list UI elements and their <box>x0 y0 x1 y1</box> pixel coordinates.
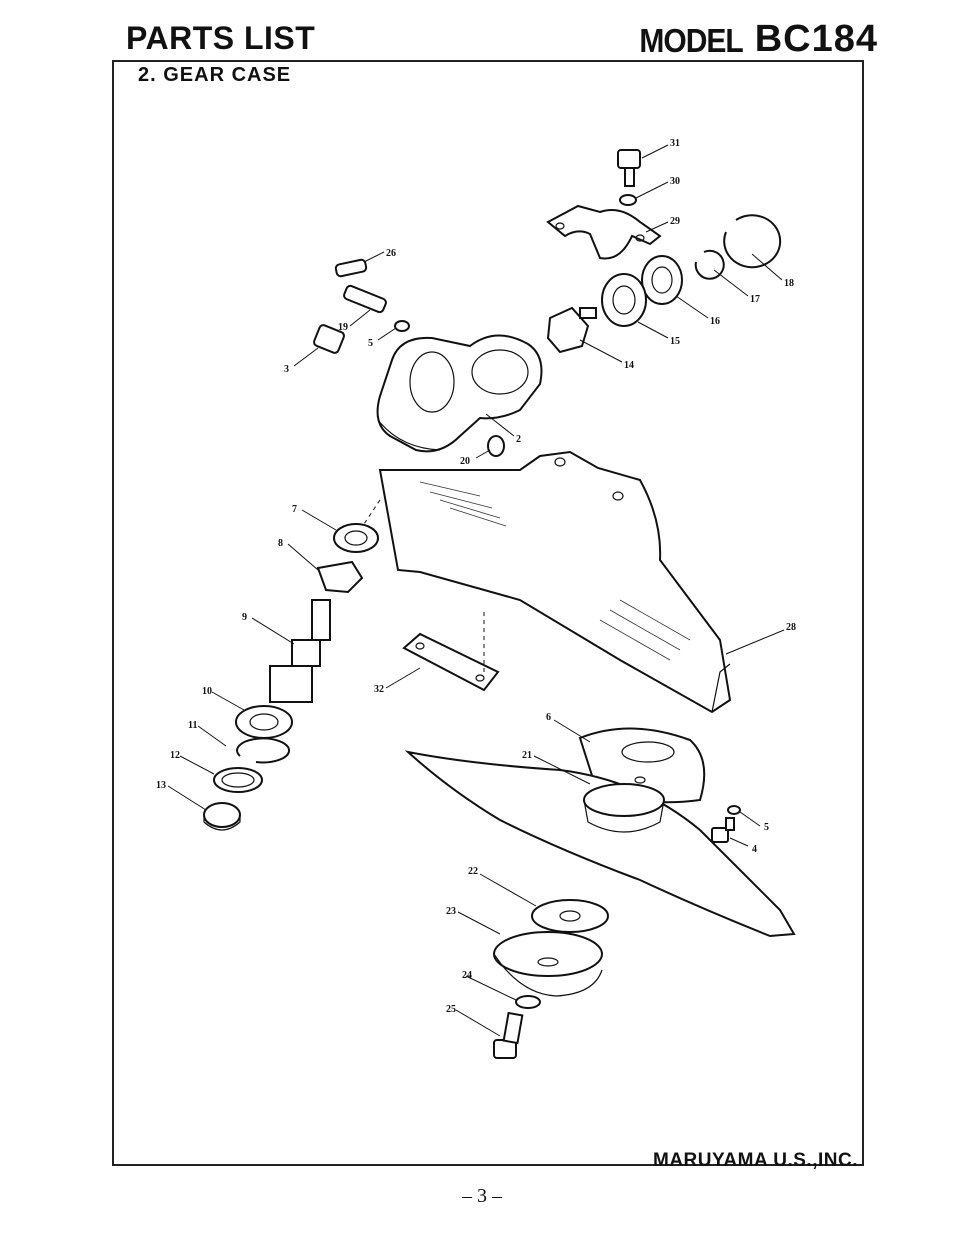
callout-29: 29 <box>670 216 680 227</box>
page-number: – 3 – <box>462 1185 502 1207</box>
part-24-nut <box>515 995 541 1009</box>
part-29-clamp <box>546 204 662 260</box>
part-5-ring-upper <box>394 320 410 332</box>
blade <box>404 750 796 938</box>
part-16-bearing <box>641 255 683 305</box>
callout-labels: 31 30 29 18 17 16 15 14 26 19 5 3 2 20 7… <box>156 138 796 1015</box>
callout-18: 18 <box>784 278 794 289</box>
part-11-circlip <box>236 737 290 764</box>
callout-15: 15 <box>670 336 680 347</box>
part-23-cup <box>493 931 603 997</box>
callout-20: 20 <box>460 456 470 467</box>
part-4-bolt <box>711 817 735 843</box>
part-20-washer <box>487 435 505 457</box>
callout-14: 14 <box>624 360 634 371</box>
part-8-bevel-gear <box>316 560 364 594</box>
part-14-bevel-gear <box>546 306 597 354</box>
part-3-bushing <box>313 324 345 354</box>
callout-30: 30 <box>670 176 680 187</box>
callout-2: 2 <box>516 434 521 445</box>
callout-3: 3 <box>284 364 289 375</box>
part-2-gear-case <box>376 334 543 453</box>
callout-28: 28 <box>786 622 796 633</box>
part-21-hub <box>583 783 665 833</box>
part-28-guard <box>378 450 732 714</box>
callout-10: 10 <box>202 686 212 697</box>
callout-24: 24 <box>462 970 472 981</box>
callout-12: 12 <box>170 750 180 761</box>
part-12-ring <box>213 767 263 793</box>
callout-25: 25 <box>446 1004 456 1015</box>
model-heading: MODEL BC184 <box>639 18 878 61</box>
callout-5-lower: 5 <box>764 822 769 833</box>
diagram-frame <box>112 60 864 1166</box>
callout-6: 6 <box>546 712 551 723</box>
callout-13: 13 <box>156 780 166 791</box>
callout-16: 16 <box>710 316 720 327</box>
callout-31: 31 <box>670 138 680 149</box>
part-22-washer <box>531 899 609 933</box>
part-30-washer <box>619 194 637 206</box>
callout-21: 21 <box>522 750 532 761</box>
part-25-bolt <box>493 1011 524 1059</box>
part-15-bearing <box>601 273 647 327</box>
part-10-bearing <box>235 705 293 739</box>
callout-5: 5 <box>368 338 373 349</box>
part-31-bolt <box>617 149 641 187</box>
callout-19: 19 <box>338 322 348 333</box>
callout-23: 23 <box>446 906 456 917</box>
callout-32: 32 <box>374 684 384 695</box>
callout-4: 4 <box>752 844 757 855</box>
callout-17: 17 <box>750 294 760 305</box>
part-7-bearing <box>333 523 379 553</box>
part-19-pin <box>343 284 387 314</box>
callout-7: 7 <box>292 504 297 515</box>
model-number: BC184 <box>754 18 878 60</box>
alignment-line <box>359 499 381 531</box>
page-title: PARTS LIST <box>126 20 316 56</box>
part-9-output-shaft <box>269 599 331 703</box>
part-5-washer-lower <box>727 805 741 815</box>
callout-11: 11 <box>188 720 197 731</box>
callout-9: 9 <box>242 612 247 623</box>
callout-22: 22 <box>468 866 478 877</box>
callout-26: 26 <box>386 248 396 259</box>
company-name: MARUYAMA U.S.,INC. <box>653 1150 858 1171</box>
section-title: 2. GEAR CASE <box>138 64 292 86</box>
model-label: MODEL <box>639 23 743 60</box>
leader-lines <box>167 144 785 1037</box>
part-13-collar <box>203 802 241 831</box>
part-26-pin <box>334 258 368 278</box>
part-32-plate <box>402 632 500 692</box>
part-18-circlip <box>723 214 782 269</box>
callout-8: 8 <box>278 538 283 549</box>
